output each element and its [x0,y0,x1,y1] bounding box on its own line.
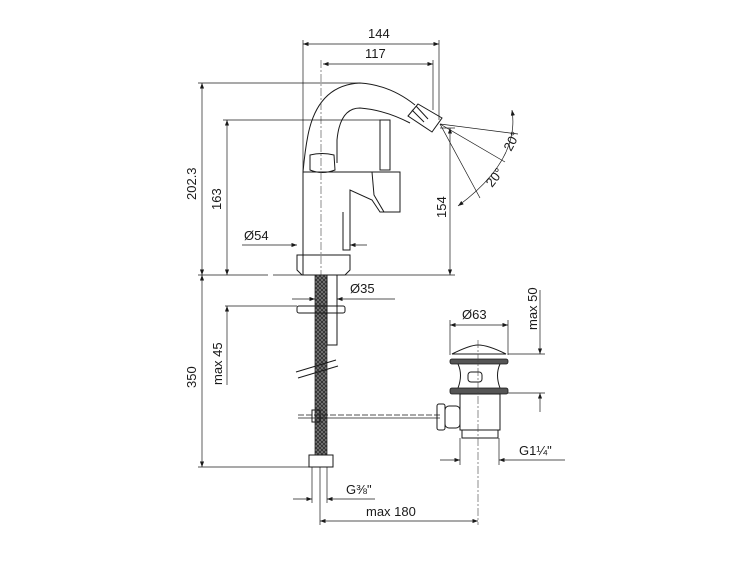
rod-clamp [311,409,321,423]
waste-body [459,393,501,431]
waste-nut [449,387,509,395]
lever [379,119,391,171]
dim-max45: max 45 [210,342,225,385]
dim-max180: max 180 [366,504,416,519]
faucet [296,60,443,300]
waste-tail [461,429,499,439]
nozzle [407,103,443,133]
dimensions-top: 144 117 202.3 163 154 20° 20° Ø54 [184,26,523,276]
body-outline [303,171,401,251]
spout-inner [336,107,411,163]
dim-202-3: 202.3 [184,167,199,200]
pop-up-waste: Ø63 max 50 G1¼" max 180 [319,287,565,525]
dim-154: 154 [434,196,449,218]
dim-d35: Ø35 [350,281,375,296]
dim-117: 117 [365,46,386,61]
angle-up: 20° [500,129,522,153]
dim-max50: max 50 [525,287,540,330]
spout-outer [302,82,416,275]
dim-d54: Ø54 [244,228,269,243]
nozzle-ring [411,105,429,123]
dim-144: 144 [368,26,390,41]
dim-d63: Ø63 [462,307,487,322]
angle-down: 20° [483,165,507,190]
washer [296,305,346,314]
handle [371,171,401,213]
dim-350: 350 [184,366,199,388]
dim-g1-1-4: G1¼" [519,443,552,458]
inlet-nut [308,454,334,468]
break-lines [295,359,339,379]
waste-flange [449,358,509,365]
spout-collar [309,153,336,173]
under-deck-assembly: Ø35 max 45 350 G⅜" [184,274,440,503]
base [296,254,351,276]
dim-g3-8: G⅜" [346,482,372,497]
waste-slot [467,371,483,383]
threaded-stud [326,274,338,346]
rod-nut [436,403,446,431]
waste-cap [451,344,507,355]
dim-163: 163 [209,188,224,210]
